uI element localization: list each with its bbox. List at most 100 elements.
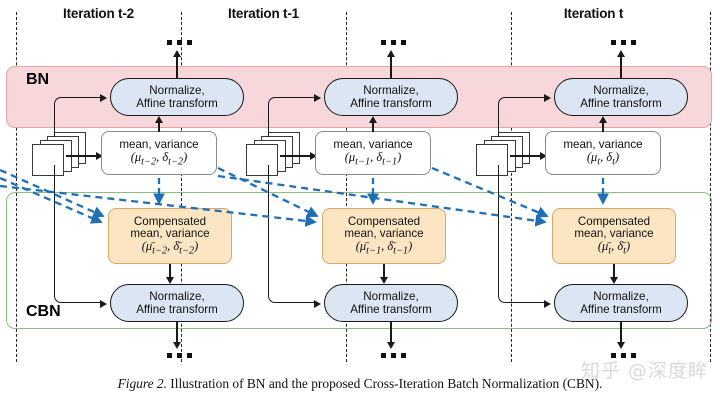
dashed-arrow-t1-to-t [431,166,549,218]
dashed-arrow-skip-to-t1 [0,184,317,227]
dashed-arrow-prev-to-t2 [0,168,105,218]
compensated-line2: mean, variance [344,227,424,241]
elbow-stack-to-bn-normalize [268,97,315,137]
elbow-stack-to-bn-normalize [498,97,545,137]
arrow-head-right [96,151,103,160]
bn-normalize-node[interactable]: Normalize, Affine transform [110,78,244,116]
arrow-bn-out [390,56,392,78]
arrow-head-up [172,50,181,57]
arrow-bn-out [620,56,622,78]
arrow-stack-to-meanvar [510,155,541,157]
bn-normalize-line2: Affine transform [350,97,432,110]
column-header-iteration-t-1: Iteration t-1 [228,6,299,21]
mean-variance-label: mean, variance [563,137,643,151]
mean-variance-node[interactable]: mean, variance (μt−1, δt−1) [315,131,431,175]
compensated-line1: Compensated [133,214,207,228]
figure-number: Figure 2. [117,376,167,391]
arrow-head-right [100,93,107,102]
arrow-head-down [386,342,395,349]
cbn-band-label: CBN [26,303,61,320]
top-ellipsis [167,40,192,45]
arrow-cbn-out [390,322,392,344]
compensated-node[interactable]: Compensated mean, variance (μ̄t−2, δ̄t−2… [108,208,232,264]
dashed-arrow-t2-to-t1 [217,166,319,218]
top-ellipsis [611,40,636,45]
compensated-line2: mean, variance [130,227,210,241]
mean-variance-symbols: (μt−1, δt−1) [344,149,402,168]
mean-variance-node[interactable]: mean, variance (μt−2, δt−2) [101,131,217,175]
compensated-node[interactable]: Compensated mean, variance (μ̄t−1, δ̄t−1… [322,208,446,264]
mean-variance-label: mean, variance [333,137,413,151]
dashed-arrow-prev2-to-t2 [0,176,103,224]
column-separator [181,12,182,362]
arrow-head-right [544,299,551,308]
arrow-head-down [616,342,625,349]
cbn-normalize-node[interactable]: Normalize, Affine transform [110,284,244,322]
arrow-head-down [379,277,388,284]
arrow-comp-to-cbn [383,264,385,279]
arrow-head-up [616,50,625,57]
compensated-line1: Compensated [577,214,651,228]
arrow-stack-to-meanvar [280,155,311,157]
cbn-normalize-line1: Normalize, [593,290,649,304]
arrow-head-up [598,116,607,123]
arrow-cbn-out [620,322,622,344]
arrow-head-right [310,151,317,160]
bn-normalize-line2: Affine transform [580,97,662,110]
bn-normalize-node[interactable]: Normalize, Affine transform [554,78,688,116]
column-separator [710,12,711,362]
arrow-head-up [154,116,163,123]
column-separator [346,12,347,362]
column-header-iteration-t: Iteration t [563,6,624,21]
bn-normalize-line2: Affine transform [136,97,218,110]
cbn-normalize-line1: Normalize, [149,290,205,304]
arrow-head-down [609,277,618,284]
cbn-normalize-line2: Affine transform [350,303,432,316]
bottom-ellipsis [381,353,406,358]
cbn-normalize-line1: Normalize, [363,290,419,304]
arrow-comp-to-cbn [169,264,171,279]
compensated-symbols: (μ̄t−2, δ̄t−2) [141,239,199,257]
cbn-normalize-line2: Affine transform [136,303,218,316]
compensated-line1: Compensated [347,214,421,228]
figure-caption-text: Illustration of BN and the proposed Cros… [166,376,603,391]
arrow-head-down [165,277,174,284]
cbn-normalize-line2: Affine transform [580,303,662,316]
arrow-stack-to-meanvar [66,155,97,157]
elbow-stack-to-cbn-normalize [54,165,101,303]
arrow-head-right [540,151,547,160]
arrow-cbn-out [176,322,178,344]
watermark: 知乎 @深度眸 [580,360,708,382]
top-ellipsis [381,40,406,45]
arrow-meanvar-to-bn [372,122,374,132]
bn-band-label: BN [26,71,50,88]
bn-normalize-node[interactable]: Normalize, Affine transform [324,78,458,116]
arrow-head-down [172,342,181,349]
bn-normalize-line1: Normalize, [149,84,205,98]
arrow-head-up [386,50,395,57]
arrow-comp-to-cbn [613,264,615,279]
figure-caption: Figure 2. Illustration of BN and the pro… [0,376,720,392]
bottom-ellipsis [611,353,636,358]
compensated-symbols: (μ̄t−1, δ̄t−1) [355,239,413,257]
cbn-normalize-node[interactable]: Normalize, Affine transform [554,284,688,322]
elbow-stack-to-bn-normalize [54,97,101,137]
arrow-head-right [314,299,321,308]
arrow-head-right [100,299,107,308]
mean-variance-node[interactable]: mean, variance (μt, δt) [545,131,661,175]
mean-variance-symbols: (μt, δt) [586,149,620,168]
arrow-head-right [544,93,551,102]
cbn-normalize-node[interactable]: Normalize, Affine transform [324,284,458,322]
mean-variance-label: mean, variance [119,137,199,151]
compensated-node[interactable]: Compensated mean, variance (μ̄t, δ̄t) [552,208,676,264]
arrow-head-right [314,93,321,102]
column-separator [511,12,512,362]
feature-map-stack [246,132,302,176]
bottom-ellipsis [167,353,192,358]
mean-variance-symbols: (μt−2, δt−2) [130,149,188,168]
arrow-head-up [368,116,377,123]
arrow-meanvar-to-bn [158,122,160,132]
cbn-band [6,192,712,329]
